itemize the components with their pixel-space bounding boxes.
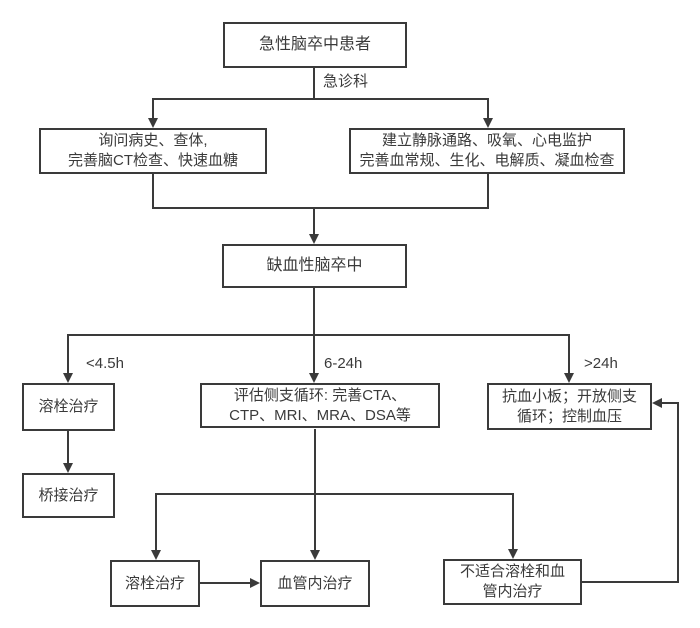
edge-label-under-4-5h: <4.5h	[86, 355, 124, 372]
node-label: 溶栓治疗	[124, 574, 185, 592]
node-acute-stroke-patient: 急性脑卒中患者	[223, 22, 407, 68]
node-thrombolysis-early: 溶栓治疗	[22, 383, 115, 431]
edge-label-6-24h: 6-24h	[324, 355, 363, 372]
node-label-line2: 循环；控制血压	[516, 407, 622, 425]
node-unsuitable-for-thrombolysis: 不适合溶栓和血 管内治疗	[443, 559, 582, 605]
node-label-line1: 建立静脉通路、吸氧、心电监护	[381, 132, 592, 149]
node-collateral-assessment: 评估侧支循环: 完善CTA、 CTP、MRI、MRA、DSA等	[200, 383, 440, 428]
edge-label-emergency-dept: 急诊科	[323, 73, 369, 90]
node-thrombolysis-late: 溶栓治疗	[110, 560, 200, 607]
node-bridging-therapy: 桥接治疗	[22, 473, 115, 518]
node-history-exam-ct-glucose: 询问病史、查体, 完善脑CT检查、快速血糖	[39, 128, 267, 174]
arrowheads	[63, 118, 662, 588]
node-iv-oxygen-monitoring-labs: 建立静脉通路、吸氧、心电监护 完善血常规、生化、电解质、凝血检查	[349, 128, 625, 174]
node-label-line1: 抗血小板；开放侧支	[501, 387, 637, 405]
node-label-line2: 完善脑CT检查、快速血糖	[68, 152, 238, 169]
node-label-line1: 不适合溶栓和血	[459, 563, 565, 580]
node-label-line2: 完善血常规、生化、电解质、凝血检查	[359, 152, 615, 169]
node-label: 血管内治疗	[277, 574, 353, 592]
node-label: 桥接治疗	[38, 486, 99, 504]
node-label-line1: 询问病史、查体,	[98, 132, 208, 149]
node-label-line1: 评估侧支循环: 完善CTA、	[233, 386, 407, 404]
node-endovascular-therapy: 血管内治疗	[260, 560, 370, 607]
edge-label-over-24h: >24h	[584, 355, 618, 372]
node-label: 缺血性脑卒中	[266, 257, 363, 274]
node-label-line2: 管内治疗	[482, 583, 543, 600]
node-antiplatelet-bp-control: 抗血小板；开放侧支 循环；控制血压	[487, 383, 652, 430]
node-label: 溶栓治疗	[38, 398, 99, 415]
node-ischemic-stroke: 缺血性脑卒中	[222, 244, 407, 288]
node-label-line2: CTP、MRI、MRA、DSA等	[229, 406, 411, 424]
node-label: 急性脑卒中患者	[258, 36, 371, 53]
